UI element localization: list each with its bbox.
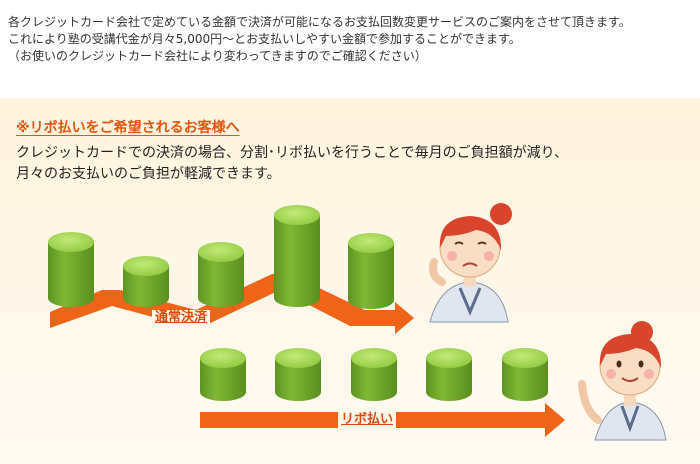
revolving-description: クレジットカードでの決済の場合、分割･リボ払いを行うことで毎月のご負担額が減り、… [16, 143, 568, 185]
revolving-desc-line-2: 月々のお支払いのご負担が軽減できます。 [16, 166, 281, 182]
revolving-heading: ※リボ払いをご希望されるお客様へ [16, 120, 240, 136]
coin-stack-icon [351, 348, 397, 401]
intro-text: 各クレジットカード会社で定めている金額で決済が可能になるお支払回数変更サービスの… [8, 14, 694, 65]
intro-line-1: 各クレジットカード会社で定めている金額で決済が可能になるお支払回数変更サービスの… [8, 15, 631, 29]
coin-stack-icon [502, 348, 548, 401]
intro-line-3: （お使いのクレジットカード会社により変わってきますのでご確認ください） [8, 49, 427, 63]
revolving-desc-line-1: クレジットカードでの決済の場合、分割･リボ払いを行うことで毎月のご負担額が減り、 [16, 145, 569, 161]
revolving-payment-label: リボ払い [338, 412, 397, 428]
coin-stack-icon [275, 348, 321, 401]
coin-stack-icon [123, 256, 169, 307]
worried-woman-icon [429, 203, 512, 323]
coin-stack-icon [200, 348, 246, 401]
coin-stack-icon [274, 205, 320, 307]
normal-payment-label: 通常決済 [152, 310, 211, 326]
intro-line-2: これにより塾の受講代金が月々5,000円〜とお支払いしやすい金額で参加することが… [8, 32, 521, 46]
happy-woman-icon [578, 321, 667, 441]
coin-stack-icon [48, 232, 94, 307]
coin-stack-icon [198, 242, 244, 307]
coin-stack-icon [348, 233, 394, 309]
coin-stack-icon [426, 348, 472, 401]
